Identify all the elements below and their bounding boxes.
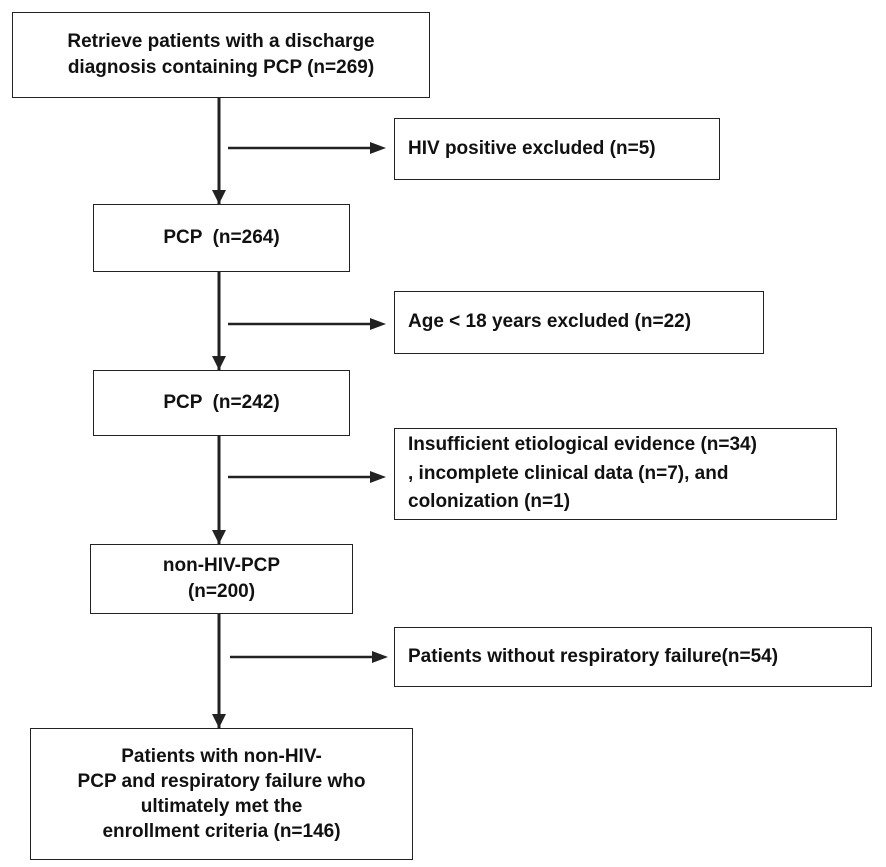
arrowhead-right-3 [370, 471, 386, 483]
box-line: ultimately met the [140, 796, 303, 817]
box-line: PCP and respiratory failure who [77, 770, 366, 792]
box-line: Age < 18 years excluded (n=22) [408, 311, 692, 333]
box-line: Insufficient etiological evidence (n=34) [408, 434, 757, 456]
arrowhead-down-2 [212, 356, 226, 370]
age-excluded-box: Age < 18 years excluded (n=22) [394, 291, 764, 354]
box-line: Patients without respiratory failure(n=5… [408, 645, 779, 667]
box-line: Retrieve patients with a discharge [67, 30, 375, 52]
pcp-242-box: PCP (n=242) [93, 370, 350, 436]
box-line: Patients with non-HIV- [121, 745, 322, 767]
box-line: , incomplete clinical data (n=7), and [408, 462, 729, 484]
box-line: diagnosis containing PCP (n=269) [67, 57, 375, 78]
arrowhead-right-4 [372, 651, 388, 663]
no-respiratory-failure-box: Patients without respiratory failure(n=5… [394, 627, 872, 687]
arrowhead-right-1 [370, 142, 386, 154]
box-line: (n=200) [187, 581, 256, 602]
final-enrolled-box: Patients with non-HIV- PCP and respirato… [30, 728, 413, 860]
box-line: colonization (n=1) [408, 491, 571, 513]
arrowhead-down-4 [212, 714, 226, 728]
box-line: PCP (n=242) [163, 391, 280, 413]
arrowhead-right-2 [370, 318, 386, 330]
arrowhead-down-1 [212, 190, 226, 204]
insufficient-excluded-box: Insufficient etiological evidence (n=34)… [394, 428, 837, 520]
non-hiv-pcp-box: non-HIV-PCP (n=200) [90, 544, 353, 614]
retrieve-patients-box: Retrieve patients with a discharge diagn… [12, 12, 430, 98]
pcp-264-box: PCP (n=264) [93, 204, 350, 272]
box-line: PCP (n=264) [163, 226, 280, 248]
arrowhead-down-3 [212, 530, 226, 544]
box-line: non-HIV-PCP [162, 554, 281, 576]
box-line: HIV positive excluded (n=5) [408, 137, 656, 159]
hiv-excluded-box: HIV positive excluded (n=5) [394, 118, 720, 180]
box-line: enrollment criteria (n=146) [102, 821, 341, 843]
